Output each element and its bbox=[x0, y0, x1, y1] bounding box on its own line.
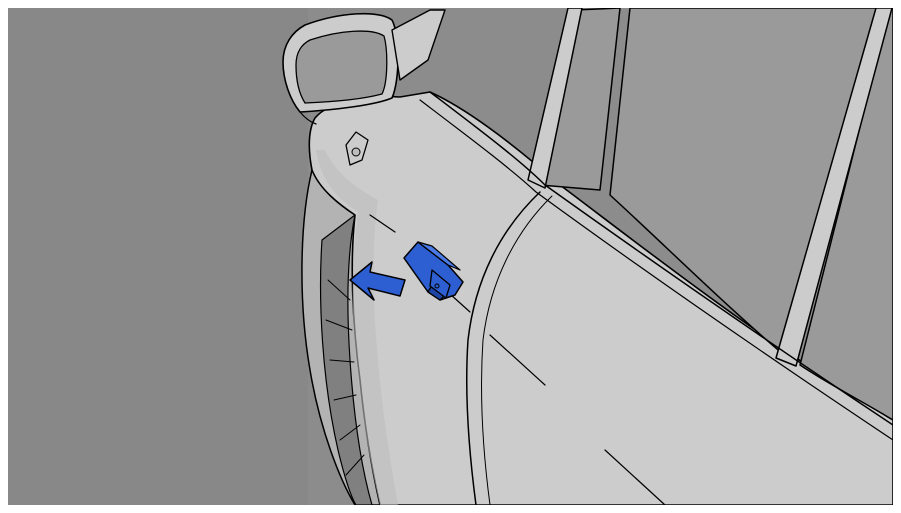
background-wall-shadow bbox=[8, 8, 308, 505]
